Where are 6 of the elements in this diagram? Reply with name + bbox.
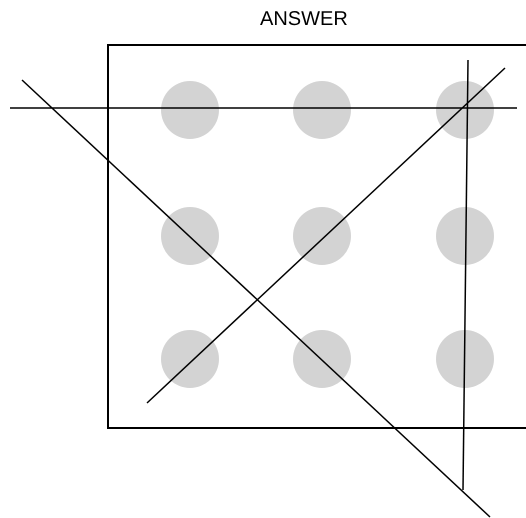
dot (161, 207, 219, 265)
dot (293, 330, 351, 388)
dot (161, 330, 219, 388)
dot (293, 207, 351, 265)
square-frame (107, 44, 526, 429)
title: ANSWER (260, 8, 348, 31)
